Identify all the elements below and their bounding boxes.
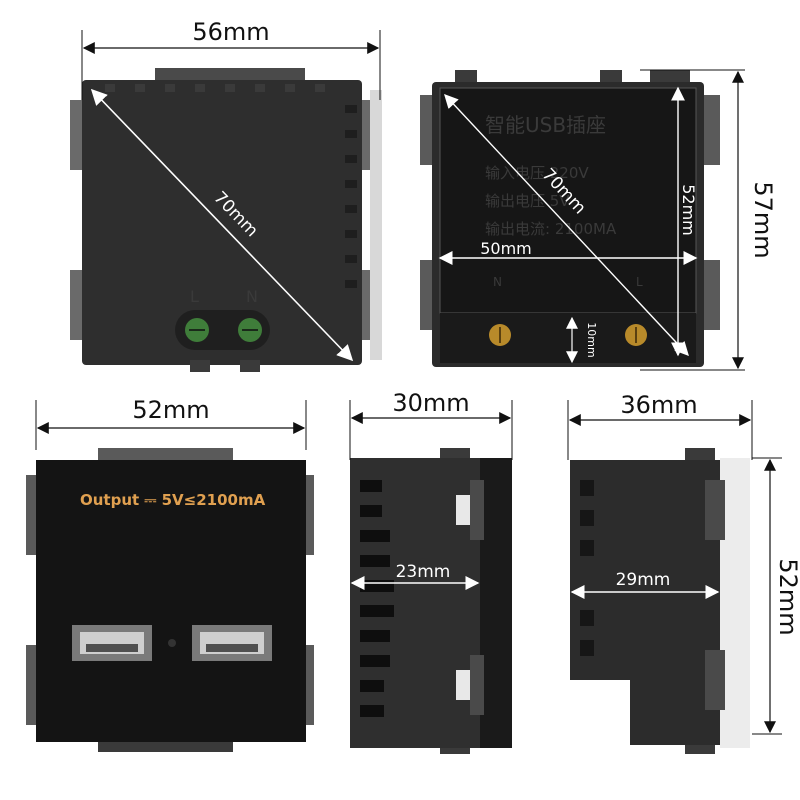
back-diagonal-arrow — [90, 88, 354, 362]
side-a-width-label: 30mm — [392, 389, 469, 417]
label-line-1: 输入电压 220V — [485, 164, 589, 182]
front-usb-port-left — [72, 625, 152, 661]
back-width-label: 56mm — [192, 18, 269, 46]
back-terminal-screws — [175, 310, 270, 350]
back-terminal-n-label: N — [246, 287, 258, 306]
front-led-indicator — [168, 639, 176, 647]
back-terminal-l-label: L — [190, 287, 199, 306]
front-width-label: 52mm — [132, 396, 209, 424]
front-output-text: Output ⎓ 5V≤2100mA — [80, 491, 266, 509]
side-b-inner-label: 29mm — [616, 570, 671, 590]
label-outer-height-label: 57mm — [749, 181, 777, 258]
side-b-view: 36mm 29mm 52mm — [567, 391, 800, 754]
front-view: Output ⎓ 5V≤2100mA 52mm — [26, 396, 314, 752]
label-terminal-depth-label: 10mm — [585, 322, 598, 357]
side-a-inner-label: 23mm — [396, 562, 451, 582]
side-a-view: 30mm 23mm — [349, 389, 513, 754]
label-title: 智能USB插座 — [485, 113, 606, 137]
label-line-3: 输出电流: 2100MA — [485, 220, 617, 238]
label-view: 智能USB插座 输入电压 220V 输出电压 5V 输出电流: 2100MA N… — [420, 69, 777, 371]
label-inner-width-label: 50mm — [480, 239, 532, 258]
front-body — [36, 460, 306, 742]
side-b-body — [570, 460, 720, 680]
label-terminal-n: N — [493, 275, 502, 289]
side-b-height-label: 52mm — [774, 558, 800, 635]
back-view: L N 56mm 70mm — [70, 18, 382, 372]
label-inner-height-label: 52mm — [679, 184, 698, 236]
front-usb-port-right — [192, 625, 272, 661]
label-terminal-l: L — [636, 275, 643, 289]
label-diagonal-arrow — [444, 93, 689, 357]
side-b-width-label: 36mm — [620, 391, 697, 419]
